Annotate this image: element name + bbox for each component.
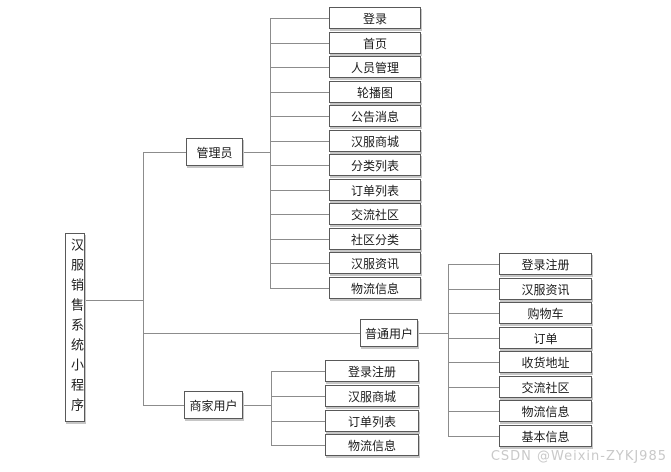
admin-leaf-node: 人员管理 [329, 56, 421, 78]
leaf-label: 物流信息 [347, 438, 396, 453]
connector-line-user-vertical [448, 264, 449, 437]
connector-line-stub [270, 67, 329, 68]
watermark: CSDN @Weixin-ZYKJ985 [490, 449, 667, 464]
leaf-label: 收货地址 [521, 355, 570, 370]
admin-leaf-node: 汉服商城 [329, 130, 421, 152]
connector-line-stub [270, 43, 329, 44]
connector-line-stub [270, 214, 329, 215]
merchant-leaf-node: 登录注册 [325, 360, 419, 382]
node-regular-user-label: 普通用户 [364, 326, 413, 341]
leaf-label: 物流信息 [350, 281, 399, 296]
user-leaf-node: 购物车 [499, 302, 592, 324]
user-leaf-node: 交流社区 [499, 376, 592, 398]
root-node: 汉服销售系统小程序 [65, 233, 85, 422]
root-node-label: 汉服销售系统小程序 [68, 237, 83, 418]
node-admin-label: 管理员 [196, 145, 233, 160]
connector-line-stub [270, 116, 329, 117]
merchant-leaf-node: 订单列表 [325, 410, 419, 432]
connector-line-stub [270, 18, 329, 19]
leaf-label: 基本信息 [521, 429, 570, 444]
leaf-label: 交流社区 [521, 380, 570, 395]
admin-leaf-node: 交流社区 [329, 203, 421, 225]
node-merchant-user: 商家用户 [184, 391, 243, 419]
connector-line-root-trunk [85, 300, 143, 301]
connector-line-merchant-bus [243, 405, 271, 406]
connector-line-stub [270, 288, 329, 289]
admin-leaf-node: 首页 [329, 32, 421, 54]
connector-line-stub [448, 264, 499, 265]
leaf-label: 分类列表 [350, 158, 399, 173]
user-leaf-node: 登录注册 [499, 253, 592, 275]
connector-line-stub [448, 289, 499, 290]
connector-line-stub [270, 165, 329, 166]
connector-line-trunk-user [143, 333, 360, 334]
merchant-leaf-node: 汉服商城 [325, 385, 419, 407]
connector-line-stub [271, 421, 325, 422]
admin-leaf-node: 轮播图 [329, 81, 421, 103]
leaf-label: 汉服商城 [350, 134, 399, 149]
leaf-label: 汉服资讯 [350, 256, 399, 271]
connector-line-merchant-vertical [271, 371, 272, 446]
leaf-label: 公告消息 [350, 109, 399, 124]
admin-leaf-node: 汉服资讯 [329, 252, 421, 274]
leaf-label: 首页 [362, 36, 387, 51]
connector-line-admin-bus [243, 152, 270, 153]
user-leaf-node: 订单 [499, 327, 592, 349]
merchant-leaf-node: 物流信息 [325, 434, 419, 456]
user-leaf-node: 汉服资讯 [499, 278, 592, 300]
leaf-label: 汉服商城 [347, 389, 396, 404]
user-leaf-node: 收货地址 [499, 351, 592, 373]
connector-line-stub [270, 141, 329, 142]
connector-line-stub [270, 263, 329, 264]
leaf-label: 订单 [533, 331, 558, 346]
leaf-label: 人员管理 [350, 60, 399, 75]
connector-line-stub [448, 411, 499, 412]
node-admin: 管理员 [186, 138, 243, 166]
user-leaf-node: 基本信息 [499, 425, 592, 447]
leaf-label: 登录注册 [347, 364, 396, 379]
admin-leaf-node: 登录 [329, 7, 421, 29]
connector-line-stub [448, 338, 499, 339]
connector-line-stub [270, 92, 329, 93]
connector-line-stub [271, 445, 325, 446]
leaf-label: 订单列表 [350, 183, 399, 198]
connector-line-stub [448, 387, 499, 388]
admin-leaf-node: 社区分类 [329, 228, 421, 250]
connector-line-user-bus [418, 333, 448, 334]
node-merchant-user-label: 商家用户 [189, 398, 238, 413]
connector-line-stub [448, 313, 499, 314]
leaf-label: 物流信息 [521, 404, 570, 419]
leaf-label: 交流社区 [350, 207, 399, 222]
connector-line-trunk [143, 152, 144, 406]
connector-line-stub [270, 239, 329, 240]
leaf-label: 购物车 [527, 306, 564, 321]
connector-line-stub [271, 371, 325, 372]
leaf-label: 订单列表 [347, 414, 396, 429]
connector-line-stub [270, 190, 329, 191]
leaf-label: 汉服资讯 [521, 282, 570, 297]
leaf-label: 登录 [362, 11, 387, 26]
connector-line-trunk-merchant [143, 405, 184, 406]
user-leaf-node: 物流信息 [499, 400, 592, 422]
admin-leaf-node: 公告消息 [329, 105, 421, 127]
leaf-label: 登录注册 [521, 257, 570, 272]
connector-line-stub [271, 396, 325, 397]
connector-line-stub [448, 436, 499, 437]
connector-line-admin-vertical [270, 18, 271, 289]
node-regular-user: 普通用户 [360, 319, 418, 347]
connector-line-stub [448, 362, 499, 363]
admin-leaf-node: 订单列表 [329, 179, 421, 201]
leaf-label: 轮播图 [356, 85, 393, 100]
leaf-label: 社区分类 [350, 232, 399, 247]
connector-line-trunk-admin [143, 152, 186, 153]
admin-leaf-node: 物流信息 [329, 277, 421, 299]
admin-leaf-node: 分类列表 [329, 154, 421, 176]
